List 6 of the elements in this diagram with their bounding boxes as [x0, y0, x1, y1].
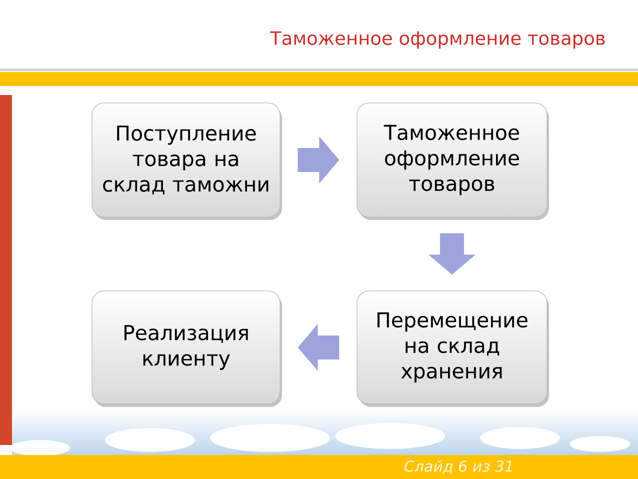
- process-box: Таможенное оформление товаров: [356, 102, 549, 220]
- process-box: Поступление товара на склад таможни: [92, 102, 282, 220]
- process-box: Реализация клиенту: [92, 290, 282, 407]
- slide-title: Таможенное оформление товаров: [270, 31, 605, 49]
- slide-number: Слайд 6 из 31: [404, 460, 512, 474]
- process-box: Перемещение на склад хранения: [356, 290, 549, 407]
